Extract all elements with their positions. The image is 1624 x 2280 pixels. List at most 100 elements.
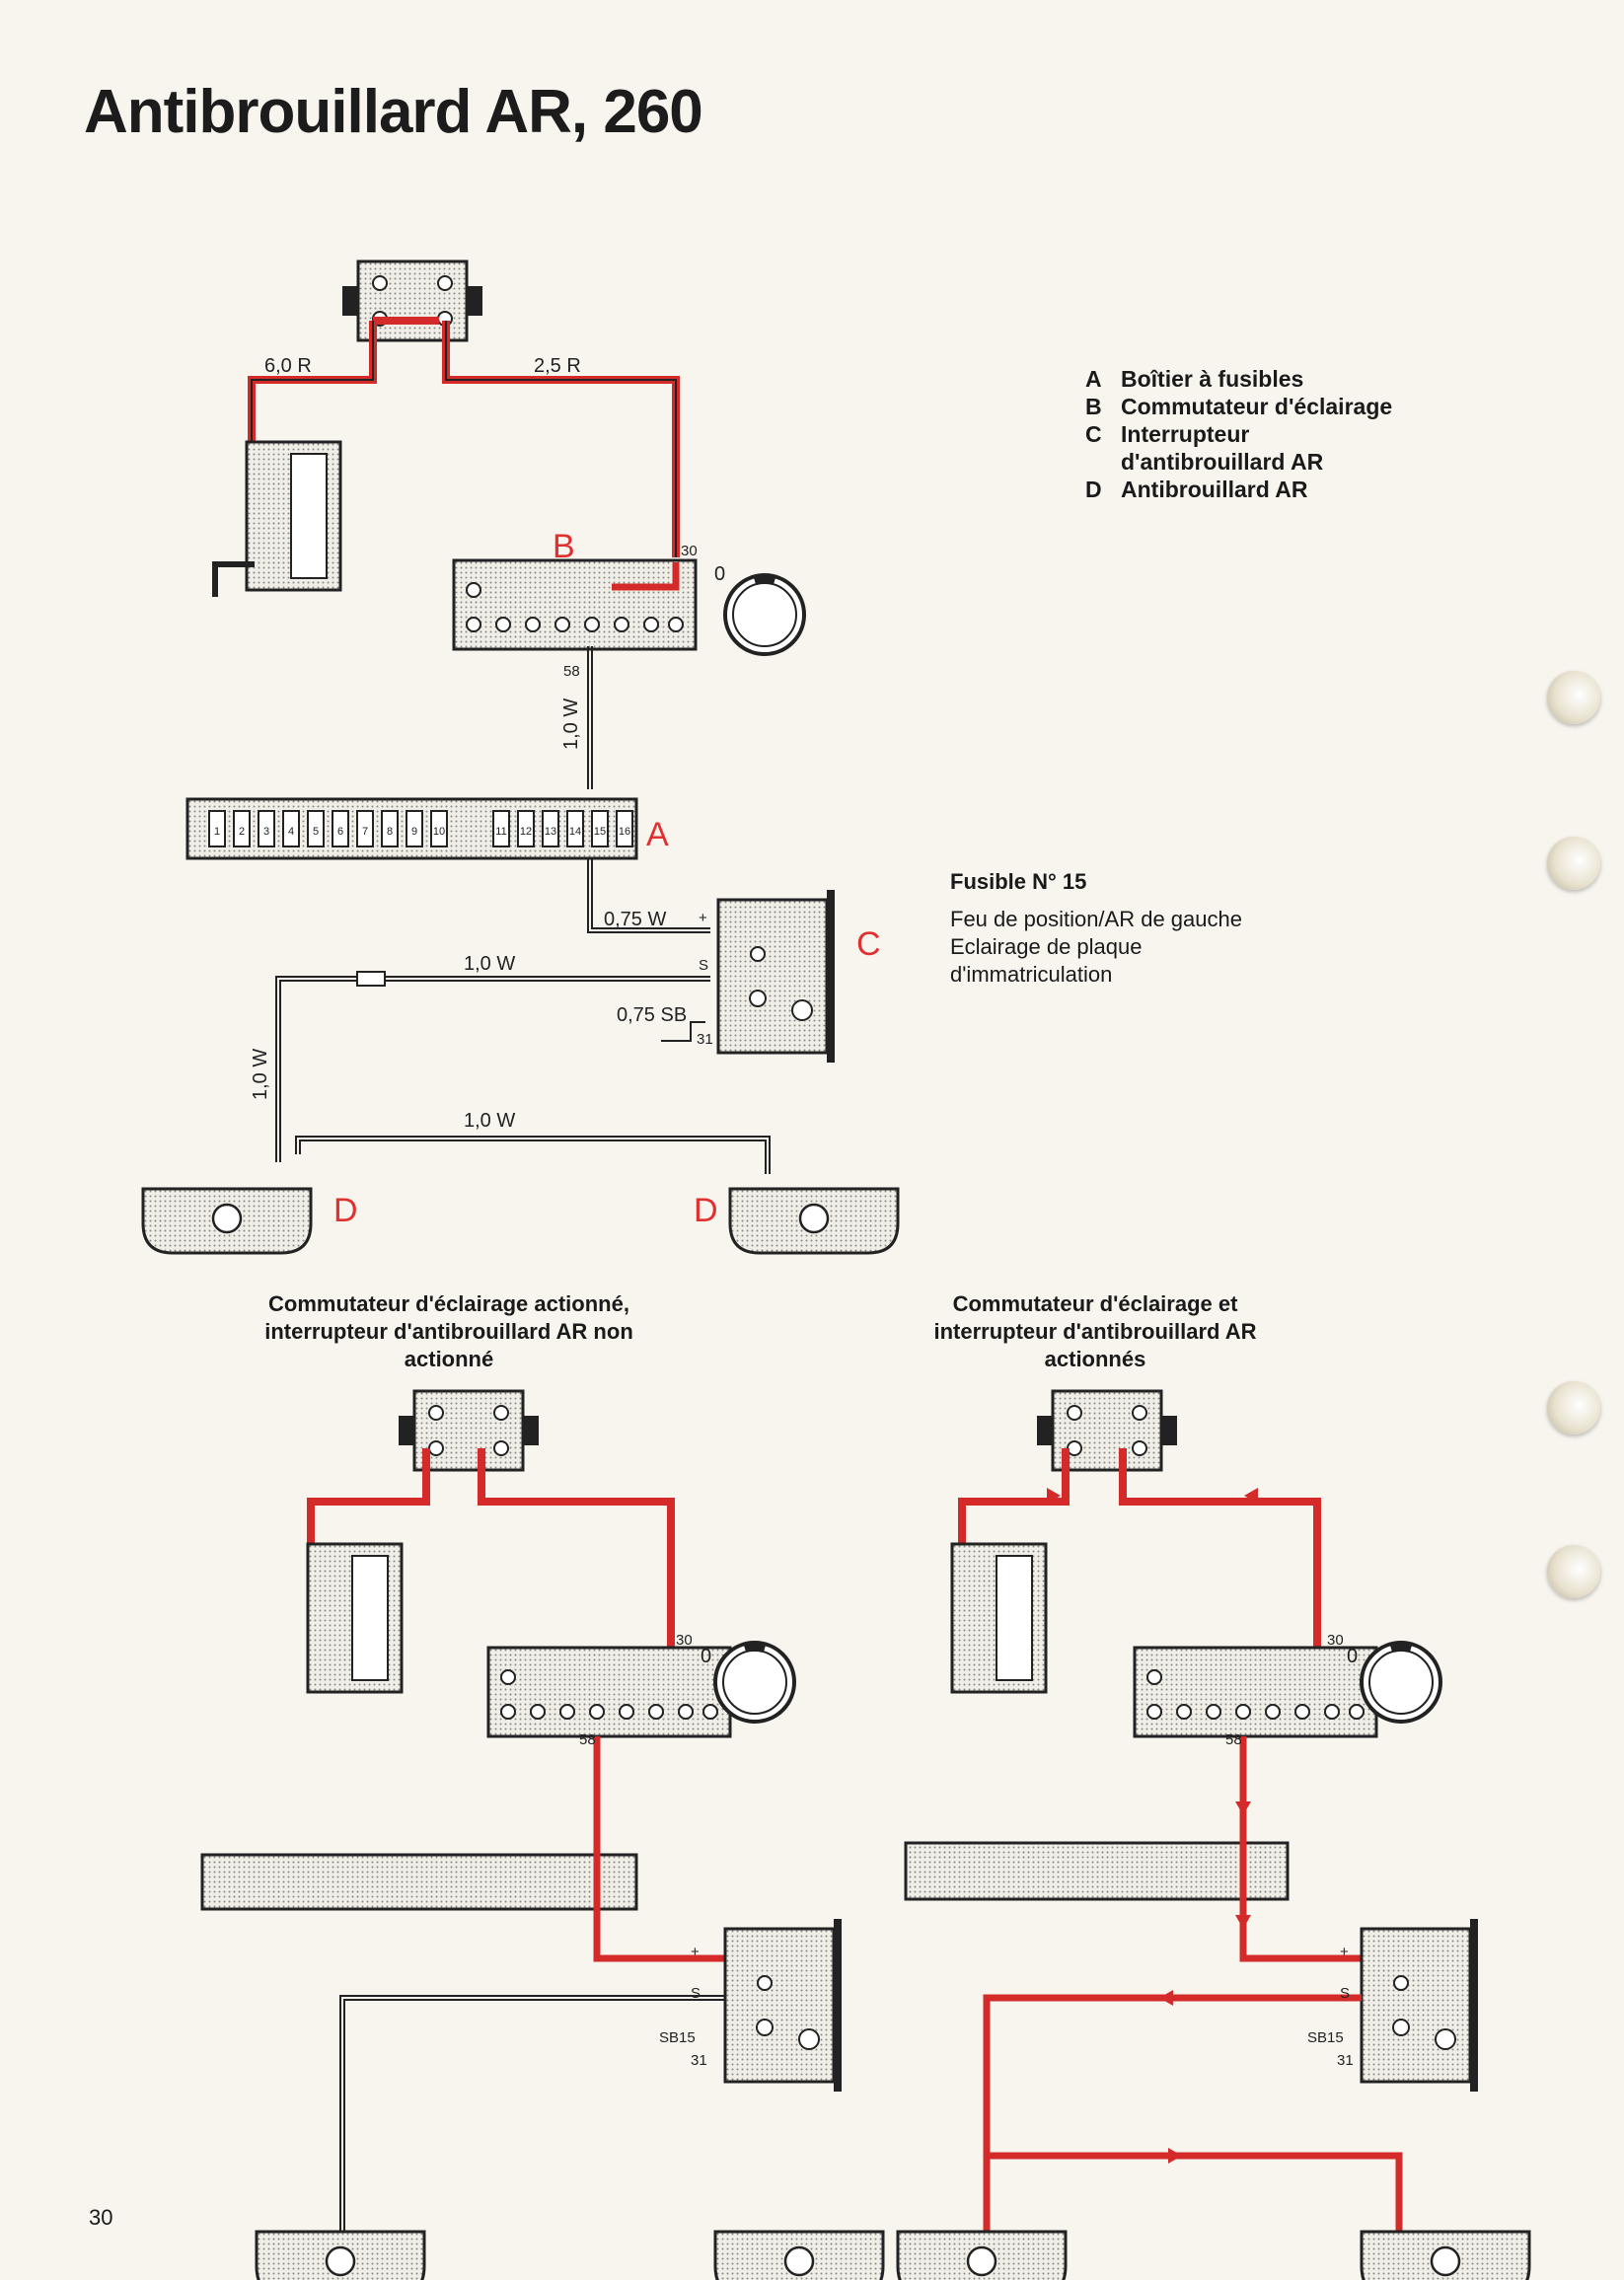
legend-text: Boîtier à fusibles: [1121, 366, 1304, 392]
fuse-note-line: Eclairage de plaque: [950, 934, 1143, 959]
legend-row: d'antibrouillard AR: [1085, 448, 1392, 476]
binder-hole-icon: [1547, 837, 1600, 890]
fuse-cell: [492, 810, 510, 847]
fuse-cell: [616, 810, 633, 847]
legend-row: C Interrupteur: [1085, 420, 1392, 448]
label-d-left: D: [333, 1192, 358, 1229]
switch-b-block: [452, 558, 698, 651]
terminal-label: 0: [714, 563, 725, 585]
page-number: 30: [89, 2205, 113, 2230]
diagram-labels: B A C D D 6,0 R 2,5 R 1,0 W 0,75 W 1,0 W…: [250, 355, 1358, 2069]
legend-text: d'antibrouillard AR: [1121, 449, 1324, 475]
legend-key: D: [1085, 477, 1102, 502]
fog-lamp-right: [1360, 2230, 1531, 2280]
terminal-label: 58: [563, 663, 580, 680]
live-wire: [307, 1448, 430, 1564]
wire-10w: [343, 1999, 725, 2240]
fuse-cell: [332, 810, 349, 847]
battery: [950, 1542, 1048, 1694]
fuse-connector-block: [340, 259, 484, 342]
fuse-number: 13: [545, 826, 556, 838]
fuse-number: 1: [214, 826, 220, 838]
switch-c-block: [723, 1917, 844, 2094]
fuse-number: 11: [495, 826, 506, 838]
caption-line: interrupteur d'antibrouillard AR non: [264, 1319, 633, 1344]
wire-075w: [587, 858, 710, 933]
terminal-label: +: [691, 1944, 700, 1960]
terminal-label: 0: [1347, 1646, 1358, 1667]
label-c: C: [856, 925, 881, 963]
wire-label: 1,0 W: [464, 953, 515, 975]
wire-075w: [591, 858, 710, 929]
fuse-number: 10: [433, 826, 445, 838]
fuse-note-heading: Fusible N° 15: [950, 869, 1087, 894]
terminal-label: 58: [579, 1731, 596, 1748]
legend-text: Interrupteur: [1121, 421, 1250, 447]
live-wire: [1119, 1448, 1321, 1648]
wire-10w: [299, 1140, 767, 1174]
switch-c-block: [716, 888, 837, 1065]
caption-line: actionnés: [1044, 1347, 1146, 1371]
fuse-number: 15: [594, 826, 606, 838]
fuse-number: 9: [411, 826, 417, 838]
legend-key: C: [1085, 421, 1102, 447]
label-d-right: D: [694, 1192, 718, 1229]
terminal-label: S: [699, 957, 708, 974]
fuse-connector-block: [397, 1389, 541, 1472]
left-state-diagram: [200, 1389, 885, 2280]
fuse-cell: [307, 810, 325, 847]
fuse-cell: [356, 810, 374, 847]
fuse-cell: [381, 810, 399, 847]
fuse-number: 3: [263, 826, 269, 838]
caption-line: interrupteur d'antibrouillard AR: [933, 1319, 1257, 1344]
legend-text: Commutateur d'éclairage: [1121, 394, 1393, 419]
switch-b-block: [1133, 1646, 1378, 1738]
wire-label: 2,5 R: [534, 355, 581, 377]
live-wire: [983, 1994, 1362, 2240]
terminal-label: 58: [1225, 1731, 1242, 1748]
fuse-note-line: d'immatriculation: [950, 962, 1113, 987]
terminal-label: 31: [697, 1031, 713, 1048]
binder-hole-icon: [1547, 1545, 1600, 1598]
current-arrow-icon: [1047, 1488, 1258, 2164]
light-switch-knob-icon: [1362, 1643, 1440, 1722]
caption-line: Commutateur d'éclairage et: [952, 1291, 1238, 1316]
label-a: A: [646, 816, 669, 853]
fuse-number: 6: [337, 826, 343, 838]
terminal-label: 30: [676, 1632, 693, 1649]
binder-hole-icon: [1547, 671, 1600, 724]
fuse-number: 12: [520, 826, 532, 838]
fuse-cell: [542, 810, 559, 847]
terminal-label: S: [1340, 1985, 1350, 2002]
fuse-number: 5: [313, 826, 319, 838]
binder-hole-icon: [1547, 1381, 1600, 1434]
wire-label: 1,0 W: [250, 1049, 271, 1100]
fuse-note-line: Feu de position/AR de gauche: [950, 907, 1242, 931]
wire-10w: [339, 1995, 725, 2240]
wire-label: 1,0 W: [560, 699, 582, 750]
live-wire: [958, 1448, 1070, 1564]
fuse-number: 2: [239, 826, 245, 838]
battery: [306, 1542, 404, 1694]
terminal-label: S: [691, 1985, 701, 2002]
fuse-cell: [591, 810, 609, 847]
terminal-label: SB15: [1307, 2029, 1344, 2046]
fog-lamp-right: [728, 1187, 900, 1255]
terminal-label: 0: [701, 1646, 711, 1667]
fuse-cell: [208, 810, 226, 847]
light-switch-knob-icon: [725, 575, 804, 654]
wire-outline: [251, 321, 374, 464]
fog-lamp-right: [713, 2230, 885, 2280]
fuse-cell: [517, 810, 535, 847]
fuse-cell: [258, 810, 275, 847]
wire-label: 1,0 W: [464, 1110, 515, 1132]
wire-label: 0,75 W: [604, 909, 666, 930]
wire-connector: [356, 971, 386, 987]
fuse-number: 16: [619, 826, 630, 838]
